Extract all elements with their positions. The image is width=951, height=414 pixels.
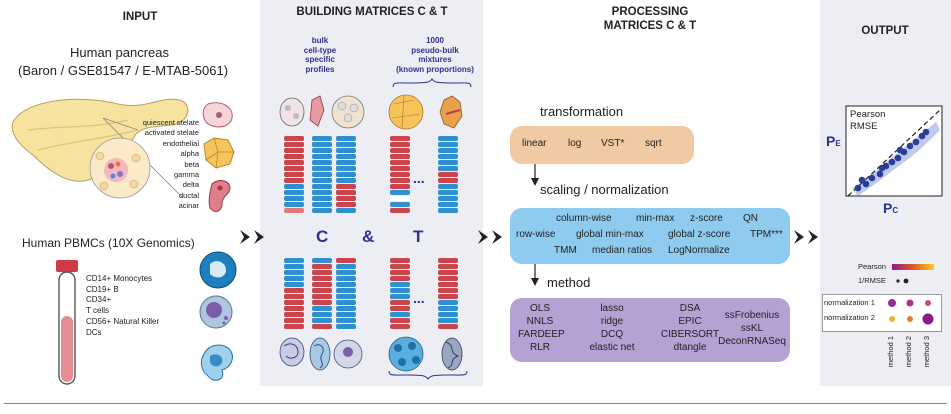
pancreas-illustration [11,98,189,199]
scaling-column-wise: column-wise [556,213,612,224]
chevron-arrow-icon [794,230,818,244]
bottom-divider [4,403,947,404]
pbmc-cell-list: CD14+ Monocytes CD19+ B CD34+ T cells CD… [86,274,160,337]
axis-pe-label: PE [826,133,841,149]
header-processing-2: MATRICES C & T [603,20,697,32]
bulk-profiles-label: bulk cell-type specific profiles [303,36,337,74]
pbmc-cell-icons [199,251,237,381]
method-box: OLS NNLS FARDEEP RLR lasso ridge DCQ ela… [510,298,790,362]
pbmc-title: Human PBMCs (10X Genomics) [22,236,195,250]
legend-size-dots [896,278,909,284]
pseudo-bulk-label: 1000 pseudo-bulk mixtures (known proport… [396,36,474,74]
transform-log: log [568,138,582,149]
scaling-global-z-score: global z-score [668,229,731,240]
scatter-plot-illustration [845,105,943,197]
matrix-c-label: C [316,227,329,246]
scaling-row-wise: row-wise [516,229,556,240]
brace-bottom [388,370,468,380]
scaling-tmm: TMM [554,245,577,256]
methods-col-3: DSA EPIC CIBERSORT dtangle [660,303,720,353]
flow-arrow [531,264,539,286]
methods-col-1: OLS NNLS FARDEEP RLR [518,303,565,353]
chevron-arrow-icon [240,230,264,244]
header-building: BUILDING MATRICES C & T [296,6,448,18]
header-input: INPUT [122,11,158,23]
heatmap-dots [888,299,934,325]
scaling-min-max: min-max [636,213,675,224]
chevron-arrow-icon [478,230,502,244]
cell-cluster-top [279,94,463,130]
metric-rmse: RMSE [850,121,878,132]
scaling-median-ratios: median ratios [592,245,653,256]
transform-vst: VST* [601,138,625,149]
method-title: method [547,275,591,290]
pancreas-source: (Baron / GSE81547 / E-MTAB-5061) [18,63,229,78]
metric-pearson: Pearson [850,109,886,120]
dots-top: ... [413,170,425,186]
pancreas-cell-list: quiescent stelate activated stelate endo… [142,118,199,211]
transformation-title: transformation [540,104,624,119]
header-processing-1: PROCESSING [611,6,689,18]
blood-tube [56,260,78,385]
methods-col-2: lasso ridge DCQ elastic net [589,303,635,353]
transform-sqrt: sqrt [645,138,662,149]
methods-col-4: ssFrobenius ssKL DeconRNASeq [718,310,786,347]
row-normalization-2: normalization 2 [824,313,875,322]
scaling-global-min-max: global min-max [576,229,644,240]
brace-top [392,78,472,88]
scaling-lognormalize: LogNormalize [668,245,730,256]
dots-bottom: ... [413,290,425,306]
heatmap-box [822,294,942,332]
scaling-z-score: z-score [690,213,723,224]
scaling-qn: QN [743,213,758,224]
pancreas-cell-icons [202,102,235,212]
col-label-method-1: method 1 [886,336,895,368]
flow-arrow [531,164,539,186]
method-col-labels: method 1 method 2 method 3 [880,334,942,374]
pearson-gradient-bar [892,264,934,270]
scaling-tpm: TPM*** [750,229,783,240]
cell-cluster-bottom [279,336,463,372]
ampersand-label: & [362,227,375,246]
scaling-title: scaling / normalization [540,182,669,197]
row-normalization-1: normalization 1 [824,298,875,307]
col-label-method-3: method 3 [922,336,931,368]
legend-pearson-label: Pearson [858,262,886,271]
axis-pc-label: PC [883,200,899,216]
legend-rmse-label: 1/RMSE [858,276,886,285]
col-label-method-2: method 2 [904,336,913,368]
transform-linear: linear [522,138,547,149]
pancreas-title: Human pancreas [70,45,169,60]
scaling-box: column-wise min-max z-score QN row-wise … [510,208,790,264]
transformation-box: linear log VST* sqrt [510,126,694,164]
header-output: OUTPUT [861,25,909,37]
matrix-t-label: T [413,227,424,246]
